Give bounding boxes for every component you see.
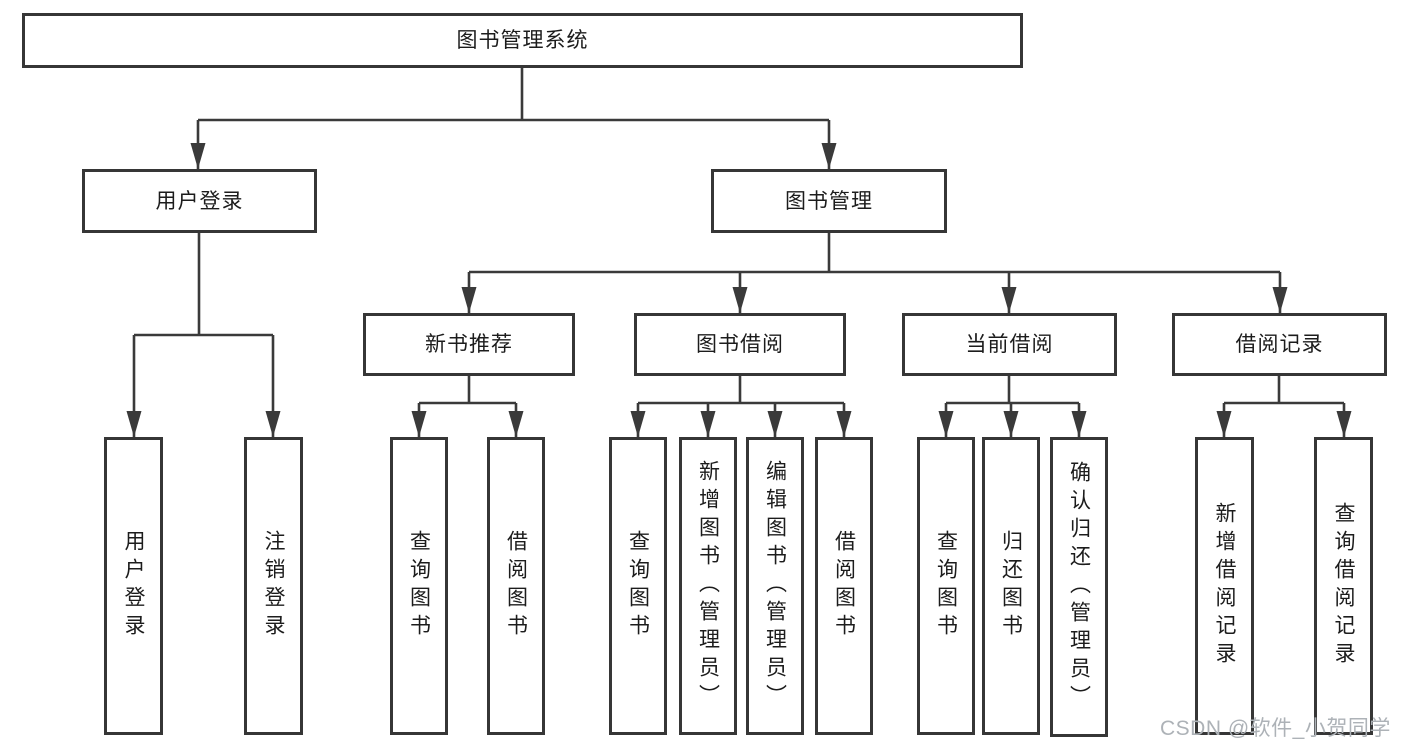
arrowhead [938, 411, 954, 437]
arrowhead [265, 411, 281, 437]
leaf-borrow-books-1: 借阅图书 [487, 437, 545, 735]
arrowhead [821, 143, 837, 169]
leaf-query-books-3: 查询图书 [917, 437, 975, 735]
csdn-watermark: CSDN @软件_小贺同学 [1160, 717, 1391, 740]
node-book-borrowing: 图书借阅 [634, 313, 846, 376]
connector-userlogin-to-leaves [132, 232, 275, 437]
connector-currentborrow-to-leaves [944, 375, 1081, 437]
connector-borrowrecords-to-leaves [1222, 375, 1346, 437]
arrowhead [190, 143, 206, 169]
leaf-query-books-2: 查询图书 [609, 437, 667, 735]
node-user-login-branch: 用户登录 [82, 169, 317, 233]
arrowhead [732, 287, 748, 313]
node-library-management-system: 图书管理系统 [22, 13, 1023, 68]
connector-bookborrow-to-leaves [636, 375, 846, 437]
leaf-user-login: 用户登录 [104, 437, 163, 735]
leaf-query-borrowing-record: 查询借阅记录 [1314, 437, 1373, 735]
arrowhead [508, 411, 524, 437]
leaf-add-borrowing-record: 新增借阅记录 [1195, 437, 1254, 735]
arrowhead [1216, 411, 1232, 437]
arrowhead [126, 411, 142, 437]
arrowhead [836, 411, 852, 437]
node-borrowing-records: 借阅记录 [1172, 313, 1387, 376]
node-new-book-recommendation: 新书推荐 [363, 313, 575, 376]
leaf-add-books-admin: 新增图书（管理员） [679, 437, 737, 735]
connector-bookmgmt-to-level3 [467, 232, 1282, 313]
arrowhead [1071, 411, 1087, 437]
connector-root-to-level2 [196, 68, 831, 169]
leaf-borrow-books-2: 借阅图书 [815, 437, 873, 735]
leaf-query-books-1: 查询图书 [390, 437, 448, 735]
arrowhead [1336, 411, 1352, 437]
leaf-return-books: 归还图书 [982, 437, 1040, 735]
arrowhead [630, 411, 646, 437]
arrowhead [411, 411, 427, 437]
node-book-management-branch: 图书管理 [711, 169, 947, 233]
leaf-logout: 注销登录 [244, 437, 303, 735]
arrowhead [767, 411, 783, 437]
connector-newbookrec-to-leaves [417, 375, 518, 437]
arrowhead [700, 411, 716, 437]
arrowhead [1272, 287, 1288, 313]
arrowhead [1003, 411, 1019, 437]
node-current-borrowing: 当前借阅 [902, 313, 1117, 376]
leaf-edit-books-admin: 编辑图书（管理员） [746, 437, 804, 735]
arrowhead [1001, 287, 1017, 313]
arrowhead [461, 287, 477, 313]
leaf-confirm-return-admin: 确认归还（管理员） [1050, 437, 1108, 737]
